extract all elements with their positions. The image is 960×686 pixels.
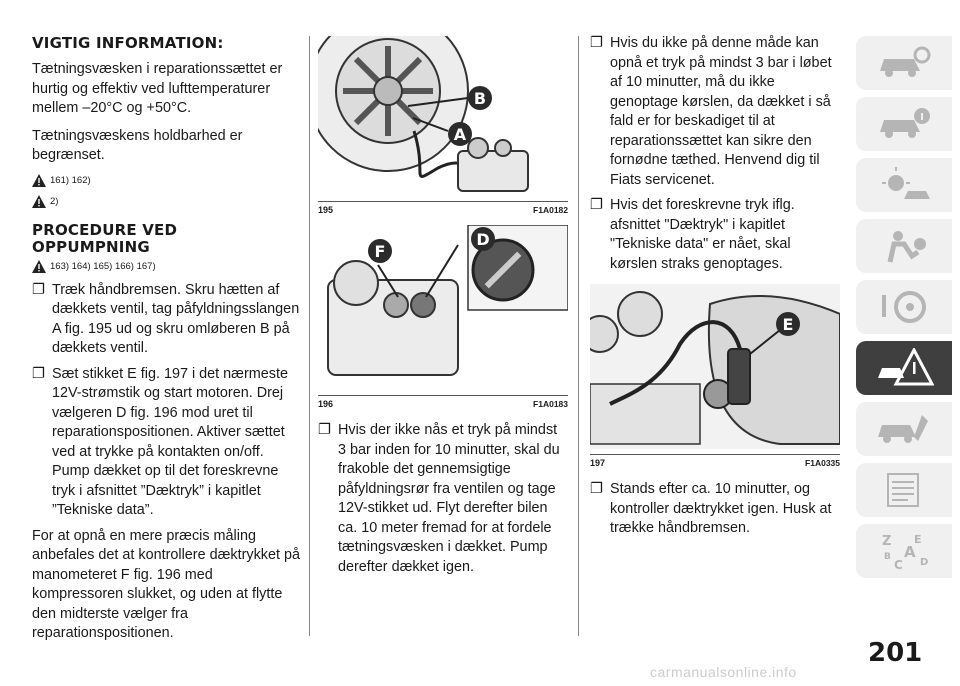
figure-196-caption: 196 F1A0183 xyxy=(318,399,568,409)
callout-f xyxy=(368,239,392,263)
column-2: B A 195 F1A0182 F D 196 F1A0183 ❐Hvis xyxy=(307,0,569,583)
svg-text:B: B xyxy=(884,552,891,562)
warning-triangle-icon xyxy=(32,259,46,273)
checkbox-bullet-icon: ❐ xyxy=(590,35,603,51)
alphabet-index-icon: Z E B AC D xyxy=(882,533,928,571)
svg-text:E: E xyxy=(914,533,922,546)
list-item: ❐Hvis det foreskrevne tryk iflg. afsnitt… xyxy=(590,197,795,272)
list-item: ❐Træk håndbremsen. Skru hætten af dækket… xyxy=(32,281,300,357)
tab-car-service[interactable] xyxy=(856,402,952,456)
svg-text:D: D xyxy=(920,557,928,568)
tab-car-search[interactable] xyxy=(856,36,952,90)
callout-a xyxy=(448,122,472,146)
checkbox-bullet-icon: ❐ xyxy=(32,365,45,382)
watermark: carmanualsonline.info xyxy=(650,664,797,680)
tab-spec-list[interactable] xyxy=(856,463,952,517)
tyre-compressor-illustration: B A xyxy=(307,10,529,192)
tab-emergency[interactable] xyxy=(856,341,952,395)
power-socket-illustration: E xyxy=(581,284,841,449)
page-number: 201 xyxy=(868,638,923,668)
callout-e xyxy=(776,312,800,336)
tab-car-info[interactable] xyxy=(856,97,952,151)
tab-dashboard-lights[interactable] xyxy=(856,158,952,212)
svg-text:F: F xyxy=(375,242,386,261)
list-item: ❐Hvis der ikke nås et tryk på mindst 3 b… xyxy=(318,422,560,575)
checkbox-bullet-icon: ❐ xyxy=(318,422,331,438)
tab-steering-wheel[interactable] xyxy=(856,280,952,334)
compressor-dial-illustration: F D xyxy=(327,224,569,376)
svg-text:A: A xyxy=(454,125,467,144)
steering-wheel-icon xyxy=(882,291,926,323)
car-search-icon xyxy=(880,46,931,77)
list-item: ❐Hvis du ikke på denne måde kan opnå et … xyxy=(590,35,832,188)
svg-text:C: C xyxy=(894,558,903,571)
callout-d xyxy=(471,227,495,251)
heading-procedure: PROCEDURE VED OPPUMPNING xyxy=(32,220,178,256)
figure-195-caption: 195 F1A0182 xyxy=(318,205,568,215)
svg-text:A: A xyxy=(904,543,916,561)
figure-196: F D xyxy=(318,224,569,396)
list-item: ❐Sæt stikket E fig. 197 i det nærmeste 1… xyxy=(32,365,288,519)
svg-text:E: E xyxy=(783,315,794,334)
spec-list-icon xyxy=(887,473,919,507)
figure-195: B A xyxy=(307,10,568,202)
svg-text:D: D xyxy=(476,230,489,249)
tab-airbag-person[interactable] xyxy=(856,219,952,273)
column-divider xyxy=(309,36,310,636)
warning-triangle-icon xyxy=(32,173,46,187)
checkbox-bullet-icon: ❐ xyxy=(590,481,603,497)
figure-197-caption: 197 F1A0335 xyxy=(590,458,840,468)
callout-b xyxy=(468,86,492,110)
checkbox-bullet-icon: ❐ xyxy=(590,197,603,213)
dashboard-lights-icon xyxy=(882,167,930,199)
car-info-icon xyxy=(880,108,930,138)
paragraph-precise-measurement: For at opnå en mere præcis måling anbefa… xyxy=(32,527,300,642)
airbag-person-icon xyxy=(887,231,926,263)
column-divider xyxy=(578,36,579,636)
figure-197: E xyxy=(581,284,841,455)
warning-ref-1: 161) 162) xyxy=(32,173,300,187)
checkbox-bullet-icon: ❐ xyxy=(32,281,45,298)
paragraph-sealant-temp: Tætningsvæsken i reparationssættet er hu… xyxy=(32,61,283,116)
column-1: VIGTIG INFORMATION: Tætningsvæsken i rep… xyxy=(32,34,300,652)
warning-triangle-icon xyxy=(32,194,46,208)
warning-ref-2: 2) xyxy=(32,194,300,208)
warning-ref-3: 163) 164) 165) 166) 167) xyxy=(32,259,300,273)
svg-text:B: B xyxy=(474,89,486,108)
warning-triangle-car-icon xyxy=(878,348,934,386)
paragraph-sealant-shelf-life: Tætningsvæskens holdbarhed er begrænset. xyxy=(32,127,243,164)
heading-important-info: VIGTIG INFORMATION: xyxy=(32,34,224,52)
column-3: ❐Hvis du ikke på denne måde kan opnå et … xyxy=(581,34,841,545)
svg-text:Z: Z xyxy=(882,534,891,549)
car-service-icon xyxy=(878,415,928,443)
list-item: ❐Stands efter ca. 10 minutter, og kontro… xyxy=(590,481,832,536)
